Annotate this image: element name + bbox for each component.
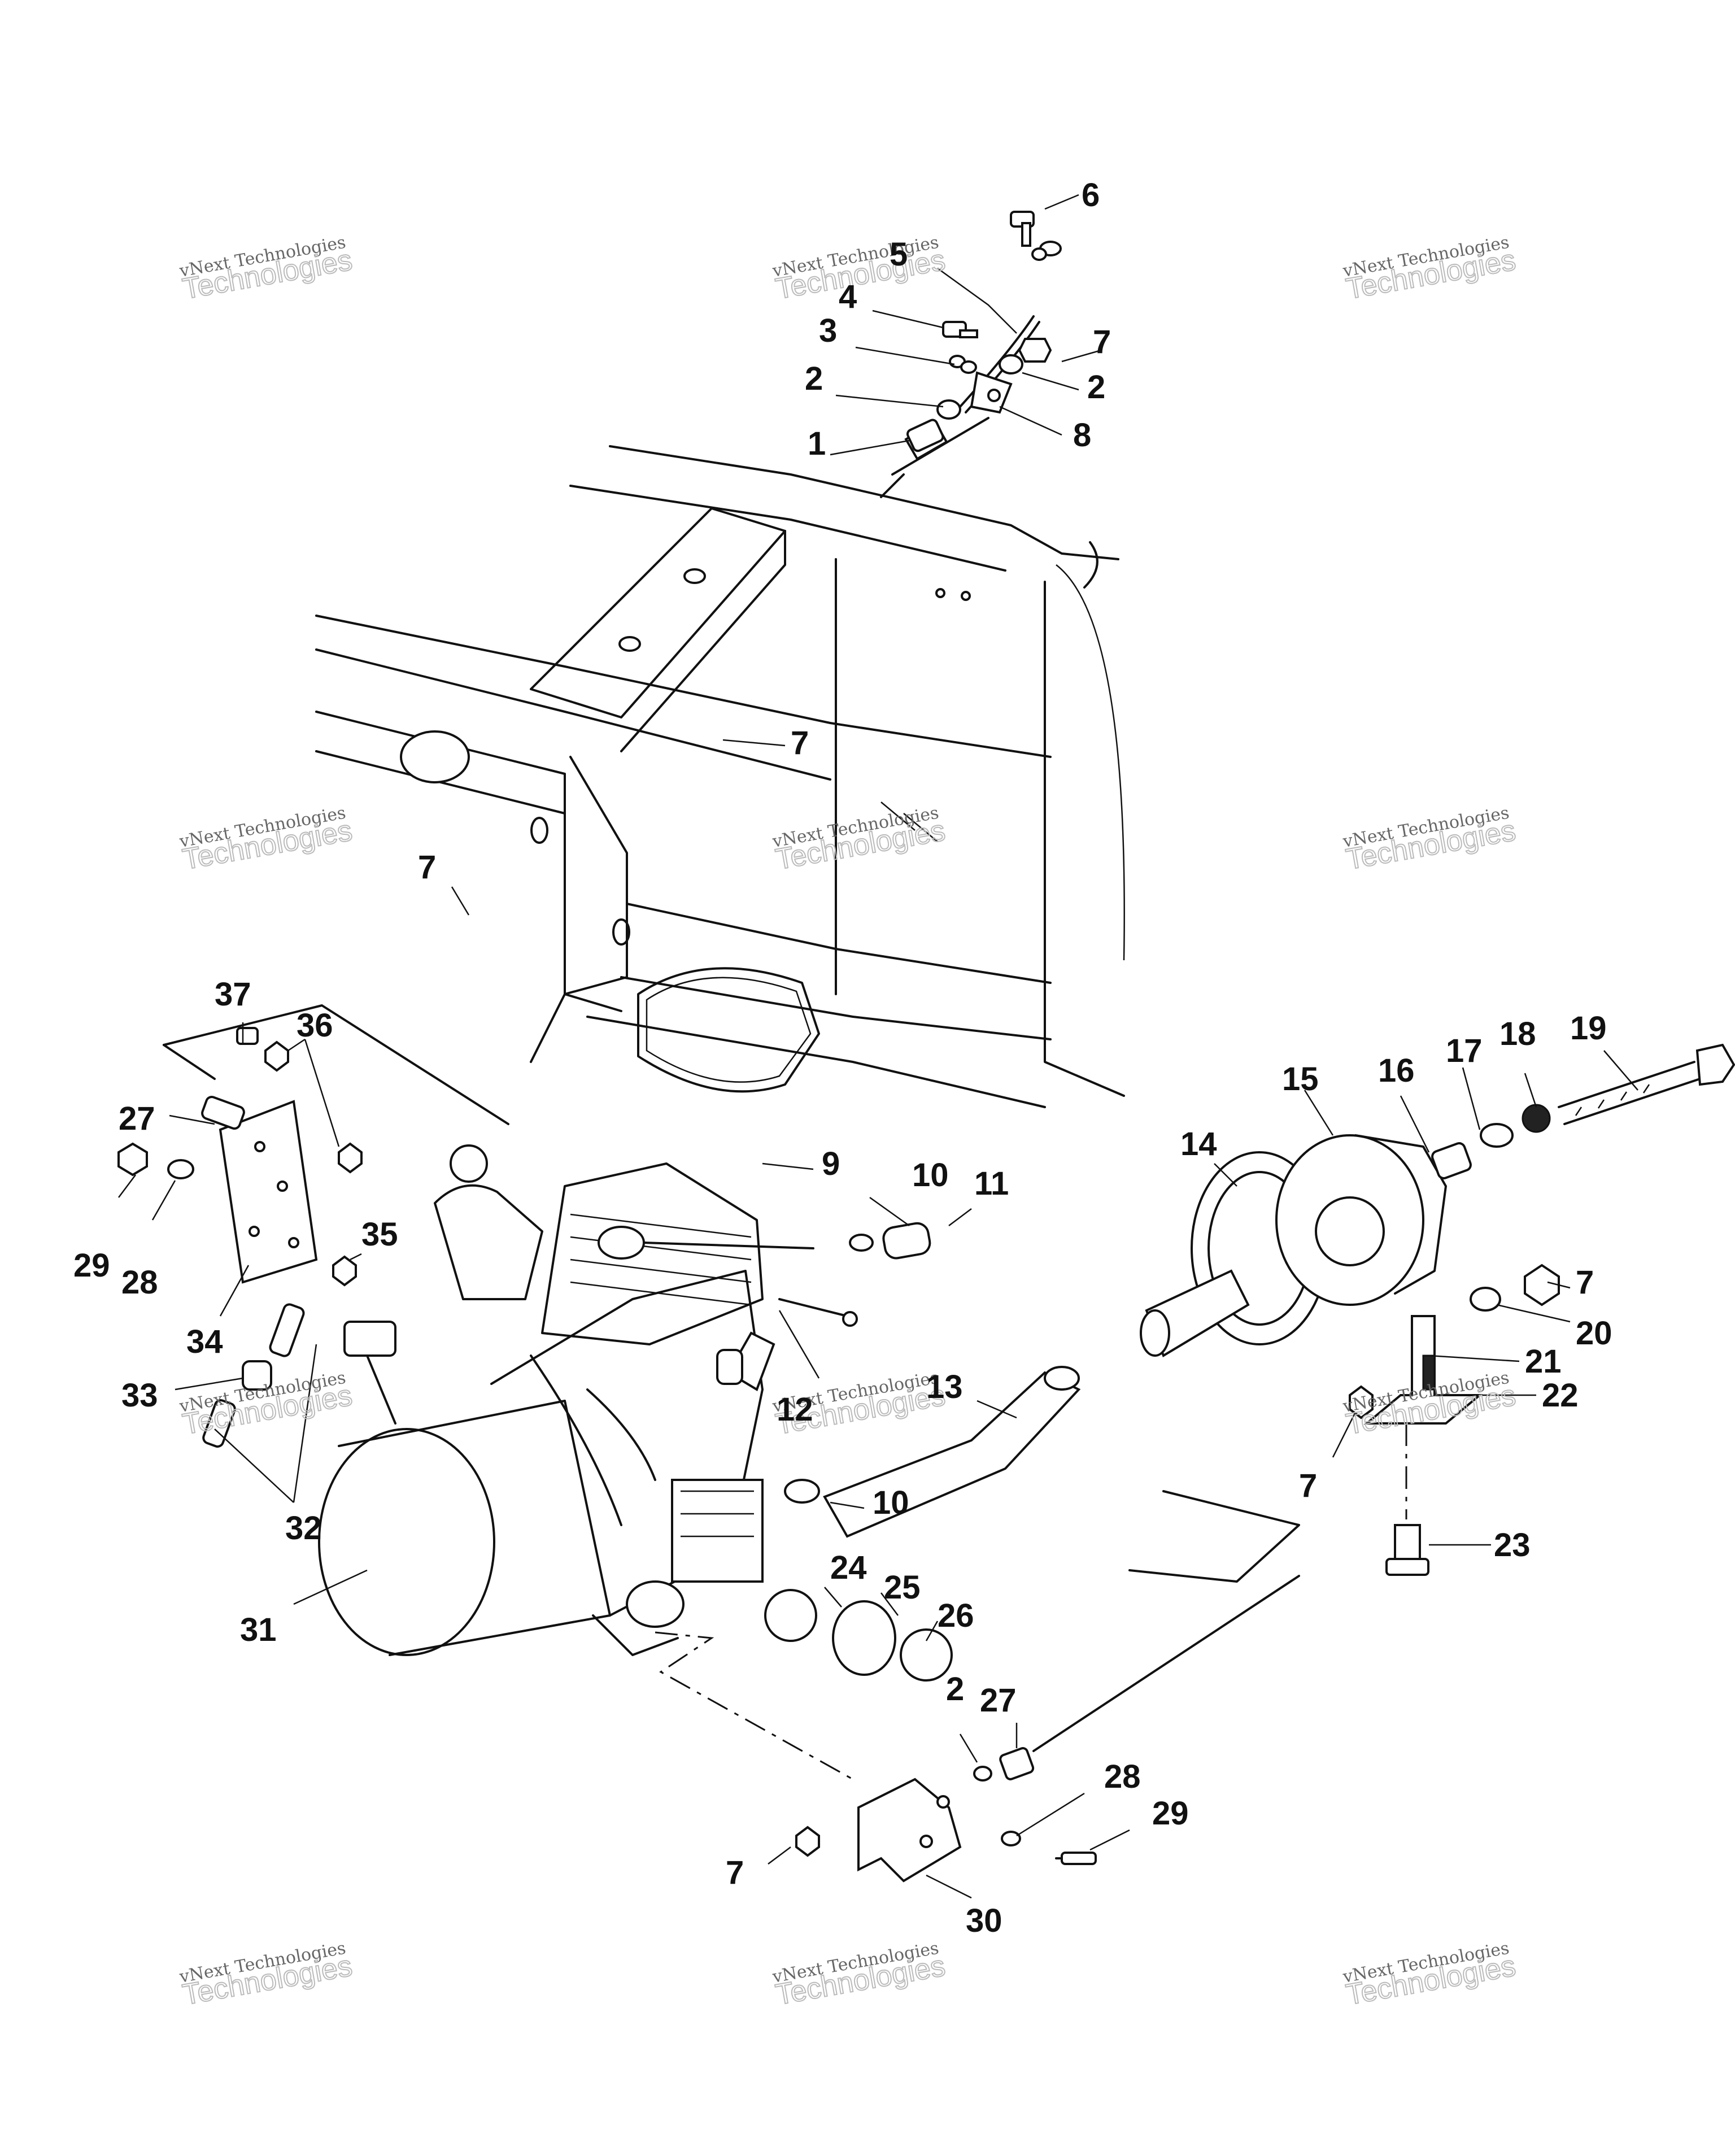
callout-29: 29	[73, 1247, 110, 1284]
callout-21: 21	[1525, 1343, 1562, 1380]
callout-26: 26	[938, 1597, 974, 1634]
callout-7: 7	[1093, 324, 1111, 360]
leader-lines	[118, 194, 1638, 1899]
watermark: vNext Technologies Technologies	[177, 233, 355, 307]
callout-4: 4	[839, 278, 857, 315]
callout-13: 13	[926, 1369, 963, 1405]
callout-2: 2	[946, 1671, 964, 1708]
callout-19: 19	[1570, 1010, 1607, 1047]
callout-2: 2	[805, 360, 823, 397]
callout-10: 10	[912, 1157, 949, 1194]
watermark: vNext Technologies Technologies	[177, 1939, 355, 2013]
callout-30: 30	[966, 1902, 1002, 1939]
callout-31: 31	[240, 1611, 277, 1648]
watermark: vNext Technologies Technologies	[1341, 803, 1519, 877]
pulley-parts	[1140, 1043, 1735, 1357]
watermark: vNext Technologies Technologies	[1341, 1939, 1519, 2013]
callout-34: 34	[186, 1323, 223, 1360]
right-bracket-parts	[1128, 1264, 1560, 1583]
callout-7: 7	[791, 725, 809, 761]
callout-20: 20	[1576, 1315, 1612, 1352]
callout-8: 8	[1073, 417, 1091, 454]
callout-35: 35	[361, 1216, 398, 1253]
callout-22: 22	[1542, 1377, 1579, 1414]
callout-7: 7	[418, 849, 436, 886]
callout-9: 9	[822, 1145, 840, 1182]
callout-25: 25	[884, 1569, 921, 1606]
callout-33: 33	[121, 1377, 158, 1414]
callout-10: 10	[873, 1484, 909, 1521]
callout-27: 27	[980, 1682, 1017, 1719]
upper-link-parts	[880, 211, 1062, 498]
callout-7: 7	[726, 1854, 744, 1891]
engine-assembly	[318, 1144, 858, 1656]
callout-23: 23	[1494, 1527, 1531, 1563]
callout-7: 7	[1576, 1264, 1594, 1301]
callout-6: 6	[1082, 177, 1100, 214]
frame-assembly	[315, 445, 1125, 1108]
watermark: vNext Technologies Technologies	[770, 1939, 948, 2013]
callout-15: 15	[1282, 1061, 1319, 1097]
callout-16: 16	[1378, 1052, 1415, 1089]
callout-17: 17	[1446, 1033, 1483, 1069]
callout-7: 7	[1299, 1467, 1317, 1504]
callout-12: 12	[777, 1391, 813, 1428]
callout-18: 18	[1499, 1016, 1536, 1052]
left-bracket-parts	[117, 1004, 509, 1448]
callout-24: 24	[830, 1549, 867, 1586]
callout-27: 27	[119, 1100, 155, 1137]
callout-11: 11	[974, 1165, 1009, 1202]
watermark: vNext Technologies Technologies	[177, 803, 355, 877]
callout-32: 32	[285, 1510, 322, 1547]
callout-14: 14	[1180, 1126, 1217, 1162]
callout-36: 36	[297, 1007, 333, 1044]
watermarks: vNext Technologies Technologies vNext Te…	[177, 233, 1519, 2013]
watermark: vNext Technologies Technologies	[770, 803, 948, 877]
callout-labels: 1 2 2 2 3 4 5 6 7 7 7 7 7 7 8 9 10 10 11…	[73, 177, 1612, 1939]
callout-3: 3	[819, 312, 837, 349]
lower-mount-parts	[655, 1575, 1300, 1883]
callout-5: 5	[890, 236, 908, 273]
callout-28: 28	[121, 1264, 158, 1301]
callout-28: 28	[1104, 1758, 1141, 1795]
callout-37: 37	[215, 976, 251, 1013]
watermark: vNext Technologies Technologies	[1341, 233, 1519, 307]
watermark: vNext Technologies Technologies	[770, 233, 948, 307]
callout-2: 2	[1087, 369, 1105, 406]
hose-parts	[716, 1222, 1081, 1682]
callout-1: 1	[808, 425, 826, 462]
callout-29: 29	[1152, 1795, 1189, 1832]
